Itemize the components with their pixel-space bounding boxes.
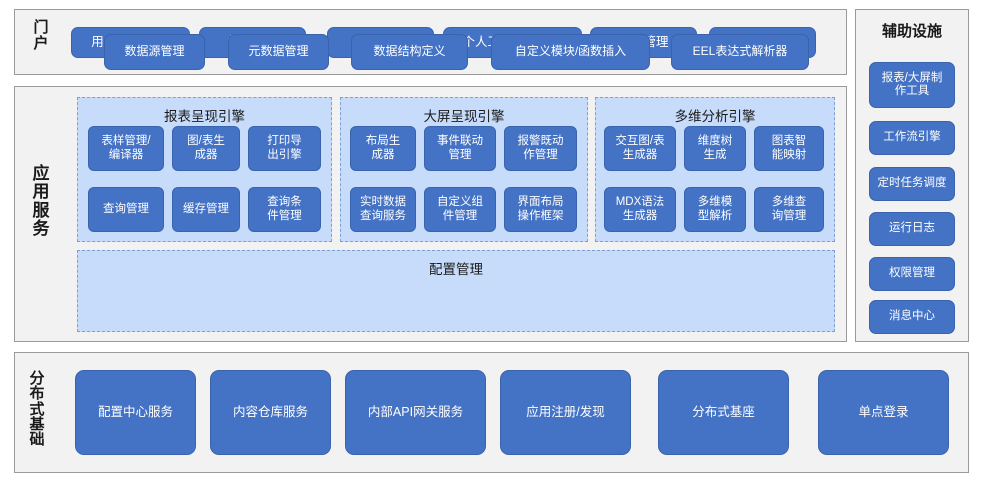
report-item-chart-table-generator[interactable]: 图/表生 成器	[172, 126, 240, 171]
config-item-datasource-management[interactable]: 数据源管理	[104, 34, 205, 70]
bigscreen-item-realtime-data-query-service[interactable]: 实时数据 查询服务	[350, 187, 416, 232]
config-management-title: 配置管理	[429, 262, 483, 277]
report-item-query-condition-management[interactable]: 查询条 件管理	[248, 187, 321, 232]
application-services-section-label: 应 用 服 务	[32, 164, 50, 239]
report-item-template-manager-compiler[interactable]: 表样管理/ 编译器	[88, 126, 164, 171]
aux-item-message-center[interactable]: 消息中心	[869, 300, 955, 334]
report-item-cache-management[interactable]: 缓存管理	[172, 187, 240, 232]
dist-item-config-center-service[interactable]: 配置中心服务	[75, 370, 196, 455]
config-item-custom-module-function-insert[interactable]: 自定义模块/函数插入	[491, 34, 650, 70]
dist-item-app-registration-discovery[interactable]: 应用注册/发现	[500, 370, 631, 455]
aux-facilities-title: 辅助设施	[881, 23, 942, 40]
engine-olap-analysis-title: 多维分析引擎	[674, 109, 756, 124]
report-item-print-export-engine[interactable]: 打印导 出引擎	[248, 126, 321, 171]
bigscreen-item-layout-generator[interactable]: 布局生 成器	[350, 126, 416, 171]
engine-report-rendering-title: 报表呈现引擎	[164, 109, 245, 124]
aux-item-permission-management[interactable]: 权限管理	[869, 257, 955, 291]
config-item-metadata-management[interactable]: 元数据管理	[228, 34, 329, 70]
config-management-panel: 配置管理	[77, 250, 835, 332]
portal-section-label: 门 户	[33, 19, 49, 53]
aux-item-workflow-engine[interactable]: 工作流引擎	[869, 121, 955, 155]
aux-item-runtime-log[interactable]: 运行日志	[869, 212, 955, 246]
bigscreen-item-alarm-action-management[interactable]: 报警既动 作管理	[504, 126, 577, 171]
olap-item-dimension-tree-generation[interactable]: 维度树 生成	[684, 126, 746, 171]
config-item-eel-expression-parser[interactable]: EEL表达式解析器	[671, 34, 809, 70]
report-item-query-management[interactable]: 查询管理	[88, 187, 164, 232]
olap-item-interactive-chart-table-generator[interactable]: 交互图/表 生成器	[604, 126, 676, 171]
dist-item-content-repository-service[interactable]: 内容仓库服务	[210, 370, 331, 455]
bigscreen-item-ui-layout-framework[interactable]: 界面布局 操作框架	[504, 187, 577, 232]
distributed-foundation-label: 分 布 式 基 础	[29, 370, 45, 449]
olap-item-chart-smart-mapping[interactable]: 图表智 能映射	[754, 126, 824, 171]
aux-item-report-bigscreen-authoring-tool[interactable]: 报表/大屏制 作工具	[869, 62, 955, 108]
dist-item-single-sign-on[interactable]: 单点登录	[818, 370, 949, 455]
config-item-data-structure-definition[interactable]: 数据结构定义	[351, 34, 468, 70]
bigscreen-item-event-linkage-management[interactable]: 事件联动 管理	[424, 126, 496, 171]
olap-item-multidim-query-management[interactable]: 多维查 询管理	[754, 187, 824, 232]
bigscreen-item-custom-component-management[interactable]: 自定义组 件管理	[424, 187, 496, 232]
aux-item-scheduled-task-scheduling[interactable]: 定时任务调度	[869, 167, 955, 201]
olap-item-mdx-syntax-generator[interactable]: MDX语法 生成器	[604, 187, 676, 232]
olap-item-multidim-model-parsing[interactable]: 多维模 型解析	[684, 187, 746, 232]
engine-bigscreen-rendering-title: 大屏呈现引擎	[423, 109, 505, 124]
dist-item-internal-api-gateway-service[interactable]: 内部API网关服务	[345, 370, 486, 455]
dist-item-distributed-base[interactable]: 分布式基座	[658, 370, 789, 455]
